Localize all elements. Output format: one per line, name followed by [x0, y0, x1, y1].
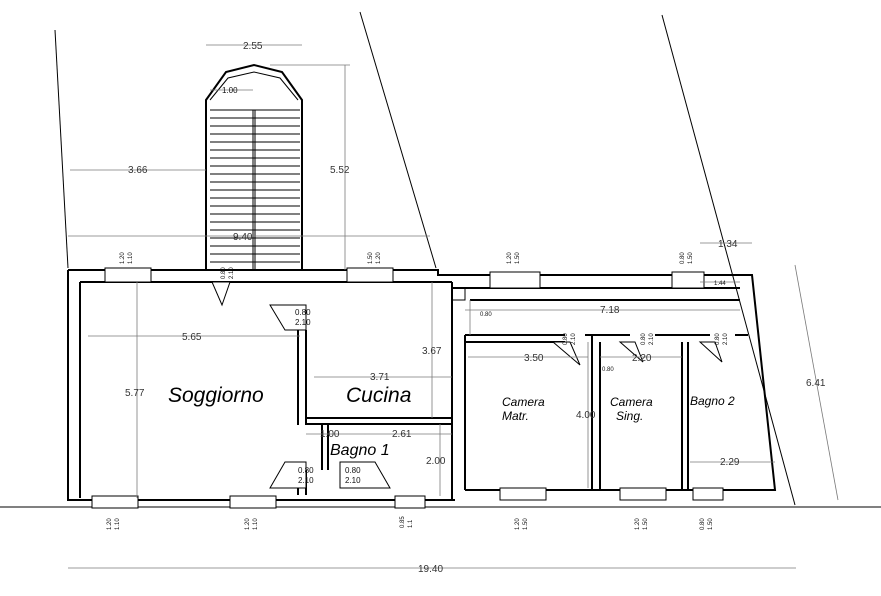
- door-2-height: 2.10: [298, 476, 314, 485]
- dim-bagno2-width: 2.29: [720, 457, 740, 468]
- dim-total-width: 19.40: [418, 564, 443, 575]
- dim-stair-height: 5.52: [330, 165, 350, 176]
- win-top-2-a: 1.50: [368, 252, 374, 264]
- window-labels: 1.20 1.10 1.50 1.20 1.20 1.50 0.80 1.50 …: [107, 252, 714, 530]
- win-bot-1-b: 1.10: [115, 518, 121, 530]
- windows-top: [104, 267, 705, 289]
- win-bot-3-a: 0.85: [400, 516, 406, 528]
- door-2-width: 0.80: [298, 466, 314, 475]
- dim-corridor-width: 0.80: [480, 312, 492, 318]
- win-top-3-a: 1.20: [507, 252, 513, 264]
- win-bot-1-a: 1.20: [107, 518, 113, 530]
- room-cucina: Cucina: [346, 384, 411, 407]
- win-top-4-a: 0.80: [680, 252, 686, 264]
- dim-camera-sing-width: 2.20: [632, 353, 652, 364]
- dim-bagno1-depth: 2.00: [426, 456, 446, 467]
- win-bot-4-b: 1.50: [523, 518, 529, 530]
- dim-cucina-depth: 3.67: [422, 346, 442, 357]
- win-top-2-b: 1.20: [376, 252, 382, 264]
- dim-right-top: 1.34: [718, 239, 738, 250]
- door-3-height: 2.10: [345, 476, 361, 485]
- door-labels: 0.80 2.10 0.80 2.10 0.80 2.10 0.80 2.10 …: [221, 267, 729, 485]
- dim-bagno1-width: 2.61: [392, 429, 412, 440]
- win-bot-5-b: 1.50: [643, 518, 649, 530]
- dim-right-depth: 6.41: [806, 378, 826, 389]
- win-bot-6-a: 0.80: [700, 518, 706, 530]
- door-4-width: 0.80: [221, 267, 227, 279]
- room-camera-sing-line1: Camera: [610, 395, 653, 409]
- door-1-height: 2.10: [295, 318, 311, 327]
- staircase: [205, 63, 303, 270]
- windows-bottom: [91, 487, 724, 509]
- door-3-width: 0.80: [345, 466, 361, 475]
- dim-corridor: 7.18: [600, 305, 620, 316]
- dim-camera-matr-width: 3.50: [524, 353, 544, 364]
- dim-camera-depth: 4.00: [576, 410, 596, 421]
- property-line-right: [661, 14, 796, 506]
- dim-bagno1-left: 1.00: [320, 429, 340, 440]
- room-camera-sing-line2: Sing.: [616, 409, 643, 423]
- dim-top-span: 9.40: [233, 232, 253, 243]
- win-top-1-a: 1.20: [120, 252, 126, 264]
- door-7-width: 0.80: [715, 333, 721, 345]
- win-bot-3-b: 1.1: [408, 519, 414, 528]
- door-5-height: 2.10: [571, 333, 577, 345]
- door-1-width: 0.80: [295, 308, 311, 317]
- dimension-labels: 2.55 1.00 5.52 3.66 9.40 1.34 1.44 7.18 …: [125, 41, 826, 575]
- door-5-width: 0.80: [563, 333, 569, 345]
- win-top-4-b: 1.50: [688, 252, 694, 264]
- dim-right-small: 1.44: [714, 281, 726, 287]
- win-bot-6-b: 1.50: [708, 518, 714, 530]
- room-soggiorno: Soggiorno: [168, 384, 264, 407]
- dim-tiny-note: 0.80: [602, 367, 614, 373]
- dim-stair-width: 2.55: [243, 41, 263, 52]
- win-bot-2-b: 1.10: [253, 518, 259, 530]
- door-6-width: 0.80: [641, 333, 647, 345]
- room-bagno1: Bagno 1: [330, 442, 390, 459]
- door-swings: [211, 281, 723, 489]
- win-bot-2-a: 1.20: [245, 518, 251, 530]
- property-line-mid: [359, 11, 437, 269]
- win-bot-5-a: 1.20: [635, 518, 641, 530]
- room-camera-matr-line2: Matr.: [502, 409, 529, 423]
- room-camera-matr-line1: Camera: [502, 395, 545, 409]
- property-line-left: [54, 29, 69, 269]
- door-7-height: 2.10: [723, 333, 729, 345]
- win-top-1-b: 1.10: [128, 252, 134, 264]
- dim-soggiorno-width: 5.65: [182, 332, 202, 343]
- door-4-height: 2.10: [229, 267, 235, 279]
- room-bagno2: Bagno 2: [690, 394, 735, 408]
- dim-left-offset: 3.66: [128, 165, 148, 176]
- dim-soggiorno-depth: 5.77: [125, 388, 145, 399]
- dimension-lines: [68, 44, 839, 569]
- room-labels: Soggiorno Cucina Bagno 1 Camera Matr. Ca…: [168, 384, 735, 459]
- dim-stair-inner: 1.00: [222, 86, 238, 95]
- dim-cucina-width: 3.71: [370, 372, 390, 383]
- win-top-3-b: 1.50: [515, 252, 521, 264]
- win-bot-4-a: 1.20: [515, 518, 521, 530]
- door-6-height: 2.10: [649, 333, 655, 345]
